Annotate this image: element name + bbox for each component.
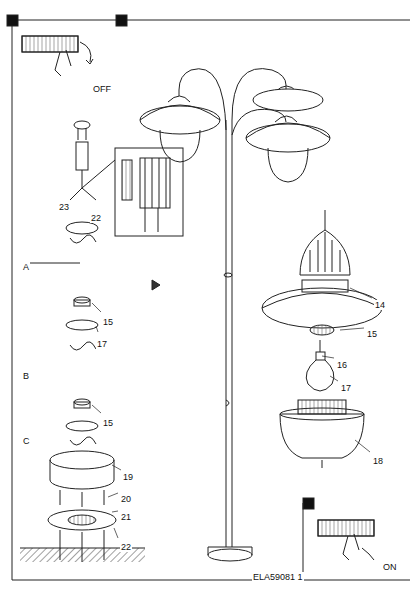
switch-state: ON [382, 562, 398, 572]
callout-number: 16 [336, 360, 348, 370]
callout-number: 19 [122, 472, 134, 482]
mount-b [66, 297, 98, 350]
callout-number: 14 [374, 300, 386, 310]
arrow-mark [152, 280, 160, 290]
panel-letter: B [22, 371, 30, 381]
callout-number-holder: 19 [122, 466, 134, 484]
fuse-switch-off [22, 36, 93, 76]
switch-state-holder: ON [382, 556, 398, 574]
callout-number-holder: 23 [58, 196, 70, 214]
exploded-head [262, 210, 382, 468]
callout-number-holder: 16 [336, 354, 348, 372]
callout-number-holder: 14 [374, 294, 386, 312]
callout-number-holder: 18 [372, 450, 384, 468]
part-code-holder: ELA59081 1 [252, 566, 304, 584]
panel-letter: A [22, 262, 30, 272]
part-code: ELA59081 1 [252, 572, 304, 582]
callout-number: 20 [120, 494, 132, 504]
ground-base-c [20, 399, 145, 562]
callout-number-holder: 22 [90, 207, 102, 225]
callout-number-holder: 22 [120, 536, 132, 554]
corner-mark [303, 498, 314, 509]
panel-letter-holder: A [22, 256, 30, 274]
corner-mark [116, 15, 127, 26]
callout-number-holder: 17 [340, 377, 352, 395]
callout-number: 22 [120, 542, 132, 552]
connector-assembly [30, 121, 183, 263]
callout-number-holder: 15 [102, 412, 114, 430]
callout-number: 23 [58, 202, 70, 212]
callout-number-holder: 15 [366, 323, 378, 341]
garden-lamp [140, 69, 330, 561]
panel-letter-holder: B [22, 365, 30, 383]
panel-letter-holder: C [22, 430, 31, 448]
callout-number: 15 [102, 317, 114, 327]
switch-state: OFF [92, 84, 112, 94]
leader-lines [92, 288, 372, 538]
callout-number-holder: 15 [102, 311, 114, 329]
callout-number: 18 [372, 456, 384, 466]
callout-number: 17 [340, 383, 352, 393]
frame-line [12, 20, 410, 21]
callout-number: 17 [96, 339, 108, 349]
corner-mark [7, 15, 18, 26]
callout-number-holder: 17 [96, 333, 108, 351]
callout-number: 15 [366, 329, 378, 339]
callout-number: 22 [90, 213, 102, 223]
frame-line [12, 20, 13, 580]
switch-state-holder: OFF [92, 78, 112, 96]
callout-number-holder: 20 [120, 488, 132, 506]
fuse-switch-on [318, 520, 374, 560]
callout-number: 21 [120, 512, 132, 522]
callout-number: 15 [102, 418, 114, 428]
callout-number-holder: 21 [120, 506, 132, 524]
panel-letter: C [22, 436, 31, 446]
